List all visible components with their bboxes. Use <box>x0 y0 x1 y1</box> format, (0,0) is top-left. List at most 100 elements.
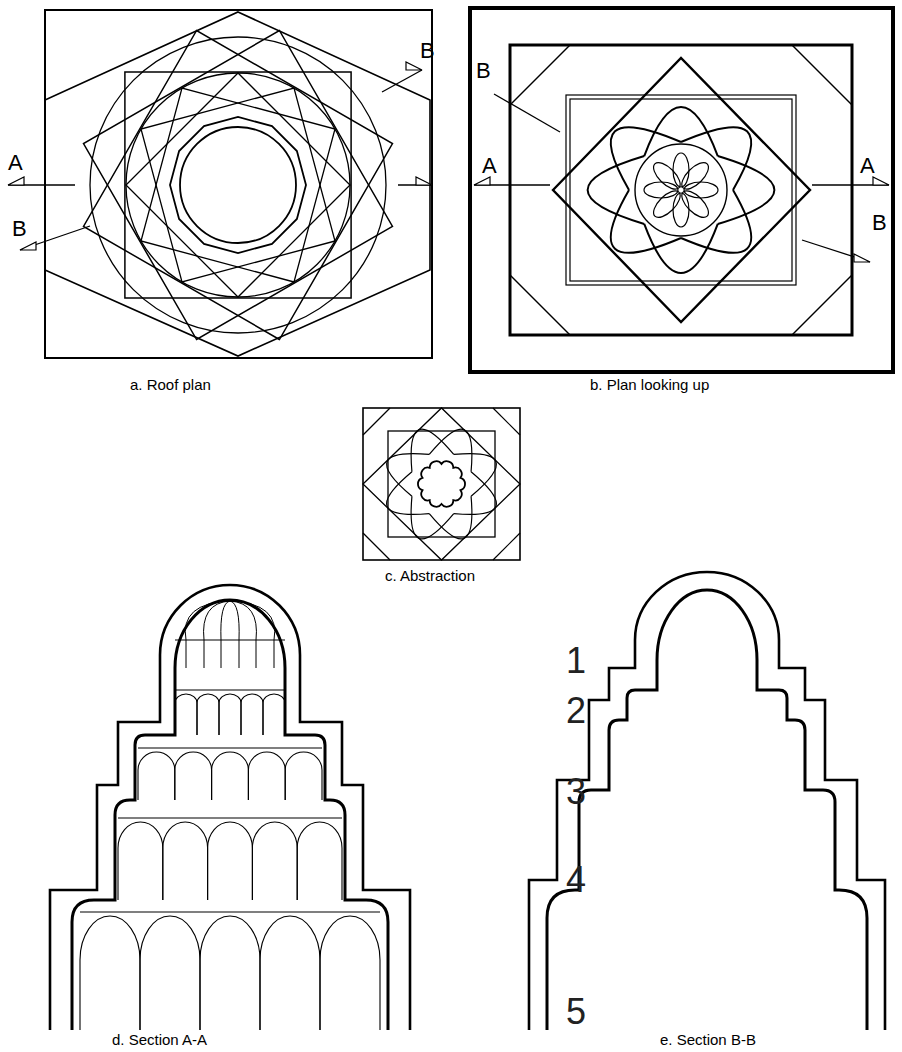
rib-arc <box>429 429 472 472</box>
muqarnas-arch <box>80 916 140 1030</box>
level-number: 4 <box>566 862 586 898</box>
roof-circle <box>90 37 386 333</box>
star-square <box>388 431 495 537</box>
muqarnas-arch <box>208 822 253 900</box>
arch-band <box>138 747 322 748</box>
section-flag <box>873 177 889 185</box>
muqarnas-arch <box>260 916 320 1030</box>
dome-band <box>175 639 285 640</box>
muqarnas-arch <box>175 752 212 800</box>
figure-caption: a. Roof plan <box>130 377 211 392</box>
dome-rib <box>204 640 205 668</box>
section-flag <box>474 177 490 185</box>
figure-caption: b. Plan looking up <box>590 377 709 392</box>
rosette-petal <box>644 182 678 198</box>
section-profile <box>547 590 707 1030</box>
section-letter: A <box>8 152 23 174</box>
rosette-petal <box>677 186 712 221</box>
squinch-line <box>363 533 390 560</box>
rosette-petal <box>684 182 718 198</box>
figure-caption: d. Section A-A <box>112 1032 207 1047</box>
muqarnas-arch <box>197 694 219 735</box>
rotated-square <box>84 31 393 340</box>
muqarnas-arch <box>248 752 285 800</box>
rib-arc <box>681 190 751 253</box>
rib-arc <box>681 127 751 190</box>
rosette-petal <box>649 186 684 221</box>
dome-rib <box>230 601 239 640</box>
rib-arc <box>611 127 681 190</box>
level-number: 3 <box>566 774 586 810</box>
section-letter: B <box>420 40 435 62</box>
level-number: 1 <box>566 643 586 679</box>
dome-rib <box>186 640 187 668</box>
dome-rib <box>274 640 275 668</box>
level-number: 5 <box>566 994 586 1030</box>
section-line <box>382 70 422 92</box>
figure-caption: c. Abstraction <box>385 568 475 583</box>
section-flag <box>416 177 432 185</box>
hexagon-outline <box>45 12 430 356</box>
muqarnas-arch <box>175 694 197 735</box>
section-b-b <box>529 572 885 1030</box>
section-flag <box>406 62 422 70</box>
section-profile <box>72 600 230 1030</box>
section-line <box>20 226 90 250</box>
star-square <box>570 99 792 281</box>
muqarnas-arch <box>212 752 249 800</box>
muqarnas-arch <box>285 752 322 800</box>
section-line <box>802 240 870 262</box>
section-letter: B <box>476 60 491 82</box>
squinch-line <box>792 275 852 335</box>
section-profile <box>707 572 885 1030</box>
star-square <box>566 95 796 285</box>
plan-border <box>45 10 432 358</box>
squinch-line <box>363 408 390 435</box>
squinch-line <box>493 408 520 435</box>
section-profile <box>230 585 410 1030</box>
dome-rib <box>204 601 230 640</box>
muqarnas-arch <box>140 916 200 1030</box>
dome-rib <box>221 601 230 640</box>
squinch-line <box>510 275 570 335</box>
rib-arc <box>411 496 454 539</box>
arch-band <box>80 911 380 912</box>
section-letter: A <box>482 155 497 177</box>
figure-caption: e. Section B-B <box>660 1032 756 1047</box>
section-letter: B <box>12 218 27 240</box>
dome-rib <box>185 601 230 640</box>
section-flag <box>8 177 24 185</box>
muqarnas-arch <box>263 694 285 735</box>
muqarnas-arch <box>219 694 241 735</box>
section-letter: A <box>860 155 875 177</box>
rotated-square <box>125 72 351 298</box>
rosette-petal <box>673 193 689 227</box>
pattern-abstraction <box>363 408 520 560</box>
muqarnas-arch <box>163 822 208 900</box>
dome-rib <box>239 640 240 668</box>
inner-wall <box>510 45 852 335</box>
section-a-a <box>50 585 410 1030</box>
oculus-circle <box>180 127 296 243</box>
level-number: 2 <box>566 693 586 729</box>
rotated-square <box>141 88 335 282</box>
squinch-line <box>493 533 520 560</box>
section-profile <box>50 585 230 1030</box>
roof-plan <box>8 10 432 358</box>
scalloped-star <box>418 461 465 506</box>
rotated-square <box>126 73 350 297</box>
section-profile <box>529 572 707 1030</box>
rosette-ring <box>635 144 727 236</box>
rotated-square <box>141 88 335 282</box>
arch-band <box>118 817 342 818</box>
dome-rib <box>230 601 275 640</box>
section-profile <box>230 600 388 1030</box>
dome-rib <box>256 640 257 668</box>
squinch-line <box>510 45 570 105</box>
rib-arc <box>611 190 681 253</box>
star-diamond <box>553 58 810 322</box>
section-profile <box>707 590 867 1030</box>
roof-circle <box>126 73 350 297</box>
dome-rib <box>230 601 256 640</box>
abstraction-border <box>363 408 520 560</box>
